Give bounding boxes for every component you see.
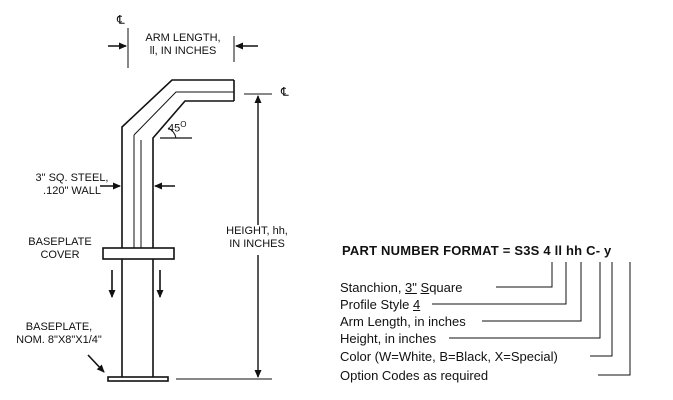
tube-bend-inner bbox=[133, 91, 234, 136]
leader-stanchion bbox=[496, 262, 553, 288]
angle-label: 45O bbox=[168, 120, 187, 135]
arm-length-label: ARM LENGTH, ll, IN INCHES bbox=[145, 32, 221, 57]
centerline-symbol-top: ℄ bbox=[117, 13, 125, 27]
baseplate-cover-shape bbox=[102, 247, 175, 260]
baseplate-label: BASEPLATE, NOM. 8"X8"X1/4" bbox=[16, 321, 102, 346]
leader-options bbox=[598, 262, 631, 376]
centerline-symbol-height: ℄ bbox=[281, 85, 289, 99]
angle-arc bbox=[167, 127, 177, 139]
leader-arm-length bbox=[482, 262, 582, 322]
baseplate-shape bbox=[107, 376, 169, 382]
baseplate-cover-label: BASEPLATE COVER bbox=[28, 236, 92, 261]
leader-profile bbox=[432, 262, 567, 305]
leader-height bbox=[449, 262, 601, 339]
part-number-title: PART NUMBER FORMAT = S3S 4 ll hh C- y bbox=[342, 243, 612, 258]
legend-arm-length: Arm Length, in inches bbox=[340, 314, 466, 329]
leader-color bbox=[590, 262, 613, 357]
tube-outer-line bbox=[121, 79, 234, 248]
baseplate-leader bbox=[87, 354, 105, 373]
legend-profile-style: Profile Style 4 bbox=[340, 297, 421, 312]
tube-spec-label: 3" SQ. STEEL, .120" WALL bbox=[35, 172, 109, 197]
height-label: HEIGHT, hh, IN INCHES bbox=[218, 225, 296, 251]
legend-stanchion: Stanchion, 3" Square bbox=[340, 280, 463, 295]
tube-inner-line bbox=[152, 100, 234, 248]
legend-height: Height, in inches bbox=[340, 331, 437, 346]
legend-option-codes: Option Codes as required bbox=[340, 368, 489, 383]
legend-color: Color (W=White, B=Black, X=Special) bbox=[340, 349, 558, 364]
